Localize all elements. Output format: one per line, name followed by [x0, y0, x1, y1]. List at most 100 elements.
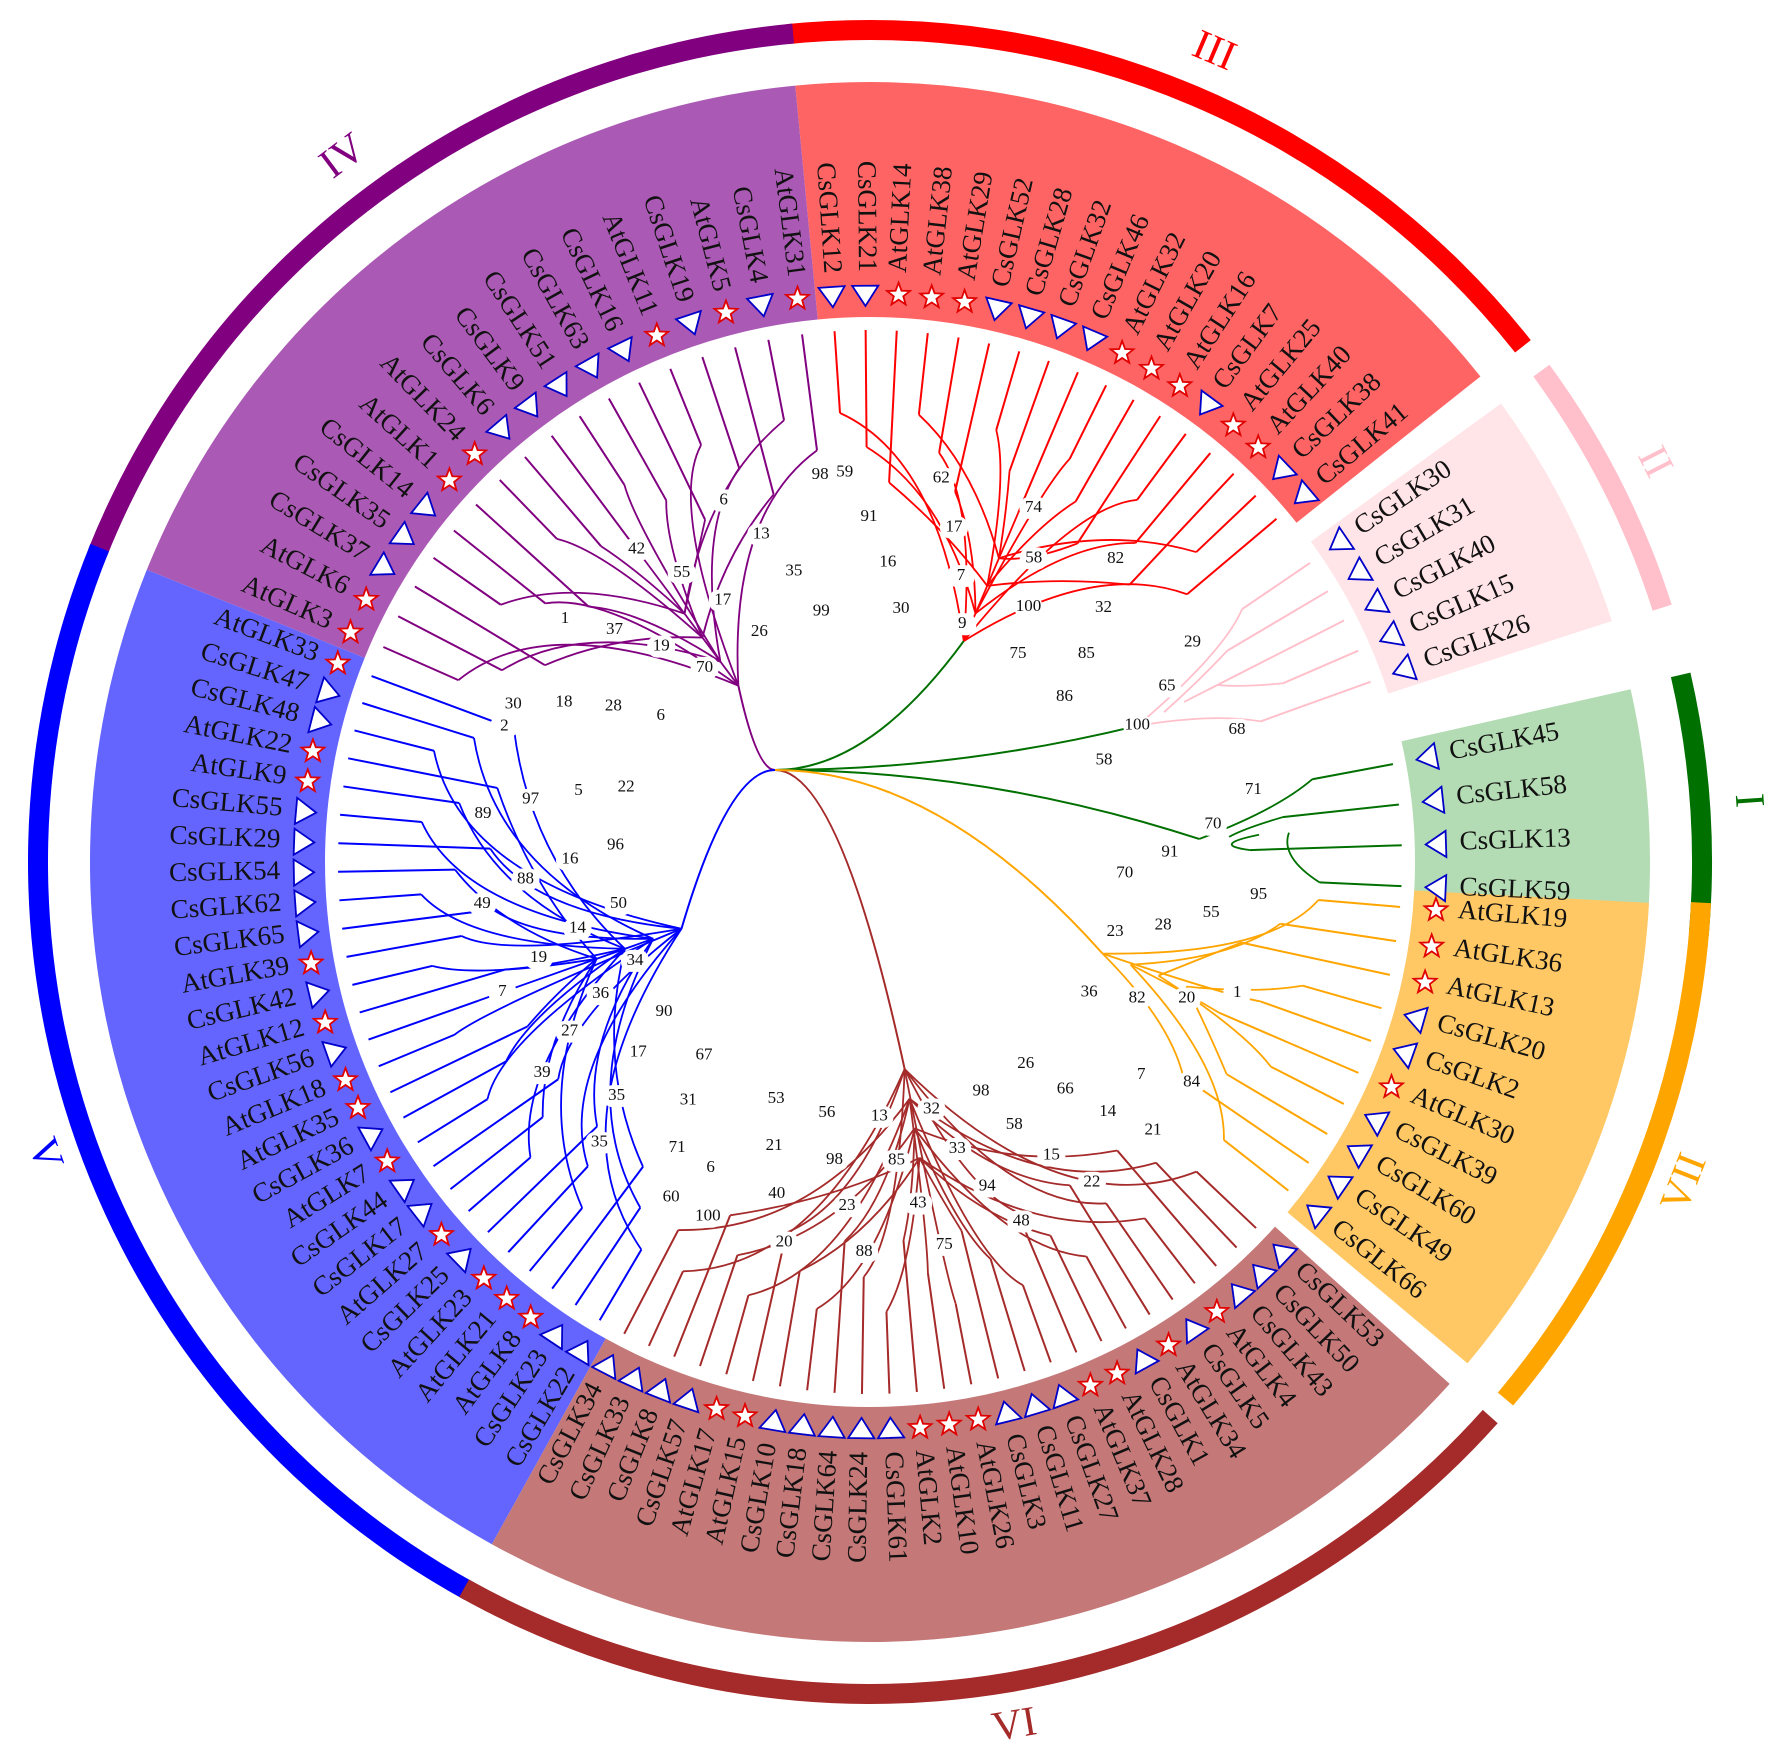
- bootstrap-value: 55: [1203, 902, 1220, 921]
- bootstrap-bg: [850, 1240, 879, 1263]
- branch: [500, 591, 685, 615]
- bootstrap-bg: [1011, 1052, 1040, 1075]
- bootstrap-value: 65: [1158, 675, 1175, 694]
- bootstrap-bg: [620, 949, 649, 972]
- star-marker: [1202, 1297, 1231, 1324]
- bootstrap-bg: [1138, 1119, 1167, 1142]
- branch: [638, 382, 706, 521]
- triangle-marker: [1305, 1204, 1333, 1231]
- triangle-marker: [542, 370, 568, 398]
- bootstrap-value: 16: [562, 849, 579, 868]
- branch: [544, 636, 703, 667]
- branch: [641, 556, 740, 687]
- bootstrap-bg: [468, 803, 497, 826]
- triangle-marker: [409, 490, 437, 517]
- branch: [397, 615, 503, 672]
- branch: [433, 750, 682, 930]
- bootstrap-bg: [855, 506, 884, 529]
- branch: [348, 757, 498, 789]
- bootstrap-value: 71: [1245, 779, 1262, 798]
- branch: [1186, 518, 1278, 596]
- bootstrap-value: 60: [663, 1186, 680, 1205]
- branch: [954, 1303, 973, 1385]
- branch: [963, 583, 1188, 642]
- star-marker: [935, 1409, 964, 1437]
- branch: [1068, 1184, 1151, 1316]
- bootstrap-value: 35: [591, 1132, 608, 1151]
- star-marker: [427, 1220, 456, 1247]
- branch: [974, 542, 1136, 615]
- branch: [557, 928, 683, 1080]
- bootstrap-bg: [622, 538, 651, 561]
- branch: [1116, 1149, 1217, 1267]
- branch: [1136, 433, 1187, 501]
- bootstrap-bg: [1050, 686, 1079, 709]
- bootstrap-value: 32: [923, 1098, 940, 1117]
- bootstrap-bg: [747, 523, 776, 546]
- branch: [528, 1207, 583, 1272]
- star-marker: [1377, 1072, 1406, 1099]
- branch: [678, 1098, 911, 1231]
- branch: [580, 928, 683, 1167]
- star-marker: [1219, 410, 1248, 438]
- bootstrap-value: 32: [1095, 597, 1112, 616]
- branch: [526, 958, 598, 1028]
- bootstrap-values: 7170917029651005868599116306217797458100…: [468, 462, 1273, 1263]
- triangle-marker: [293, 796, 318, 826]
- bootstrap-bg: [1239, 779, 1268, 802]
- branch: [560, 958, 598, 1209]
- bootstrap-value: 13: [753, 523, 770, 542]
- group-label-VI: VI: [989, 1698, 1040, 1747]
- bootstrap-value: 37: [606, 619, 624, 638]
- bootstrap-bg: [1172, 987, 1201, 1010]
- branch: [1228, 816, 1283, 838]
- branch: [1158, 941, 1242, 977]
- bootstrap-bg: [490, 715, 519, 738]
- bootstrap-value: 96: [607, 834, 624, 853]
- triangle-marker: [564, 1339, 590, 1367]
- branch: [588, 605, 721, 663]
- branch: [467, 1156, 532, 1212]
- branch: [833, 331, 841, 414]
- star-marker: [373, 1146, 402, 1174]
- branch: [986, 500, 1077, 587]
- star-marker: [435, 465, 464, 493]
- branch: [507, 1165, 589, 1253]
- clade-band-I: [1401, 689, 1650, 928]
- branch: [1102, 899, 1320, 955]
- branch: [473, 737, 654, 940]
- clade-band-V: [89, 569, 606, 1545]
- leaf-label: CsGLK29: [169, 820, 281, 854]
- bootstrap-bg: [904, 1192, 933, 1215]
- triangle-marker: [292, 826, 317, 857]
- star-marker: [469, 1263, 498, 1291]
- bootstrap-bg: [966, 1080, 995, 1103]
- bootstrap-bg: [1177, 1071, 1206, 1094]
- branch: [699, 1254, 739, 1367]
- bootstrap-value: 55: [673, 562, 690, 581]
- triangle-marker: [671, 1387, 700, 1414]
- triangle-marker: [1391, 652, 1419, 681]
- group-label-III: III: [1186, 21, 1243, 80]
- branch: [338, 868, 456, 873]
- branch: [986, 429, 1002, 587]
- triangle-marker: [616, 1366, 644, 1394]
- star-marker: [884, 280, 913, 307]
- star-marker: [950, 287, 979, 314]
- bootstrap-bg: [1197, 902, 1226, 925]
- bootstrap-bg: [1101, 548, 1130, 571]
- bootstrap-bg: [586, 983, 615, 1006]
- branch: [1129, 964, 1225, 1141]
- bootstrap-value: 5: [574, 780, 583, 799]
- leaf-label: CsGLK59: [1459, 871, 1571, 906]
- bootstrap-value: 28: [1155, 915, 1172, 934]
- triangle-marker: [816, 1415, 847, 1439]
- branch: [623, 484, 722, 663]
- branch: [669, 368, 703, 446]
- bootstrap-bg: [499, 693, 528, 716]
- bootstrap-value: 70: [696, 657, 713, 676]
- backbone-branch-III: [774, 640, 965, 771]
- branch: [527, 948, 626, 1158]
- bootstrap-value: 58: [1025, 547, 1042, 566]
- star-marker: [917, 282, 946, 310]
